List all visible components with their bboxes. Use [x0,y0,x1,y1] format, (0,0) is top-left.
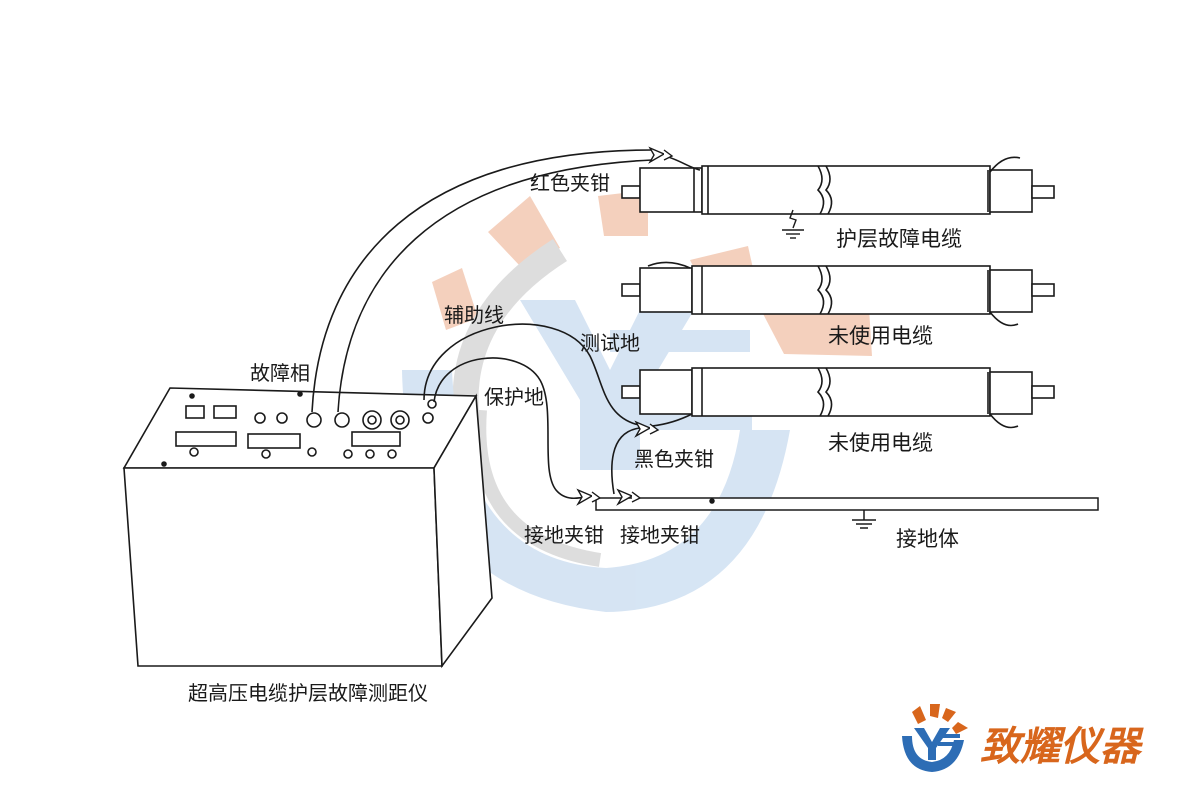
unused-cable-1 [621,261,1055,327]
auxiliary-line-label: 辅助线 [444,303,504,327]
fault-phase-label: 故障相 [250,361,310,385]
unused-cable-label-2: 未使用电缆 [828,431,933,455]
brand-mark-icon [902,704,968,772]
ground-clamp-label-2: 接地夹钳 [620,523,700,547]
ground-body-label: 接地体 [896,527,959,551]
red-clamp-label: 红色夹钳 [530,171,610,195]
ground-body [595,497,1099,529]
ground-clamp-1 [576,488,602,506]
brand-logo: 致耀仪器 [902,704,1144,772]
fault-cable-label: 护层故障电缆 [836,227,962,251]
cable-ground-symbol [782,209,804,239]
unused-cable-2 [621,367,1055,429]
protective-ground-label: 保护地 [484,385,544,409]
ground-clamp-label-1: 接地夹钳 [524,523,604,547]
wires [311,149,701,500]
instrument-label: 超高压电缆护层故障测距仪 [188,681,428,705]
black-clamp [634,420,660,438]
ground-clamp-2 [616,488,642,506]
unused-cable-label-1: 未使用电缆 [828,324,933,348]
red-clamp [648,146,674,164]
brand-name: 致耀仪器 [980,723,1144,770]
fault-cable [621,156,1055,215]
black-clamp-label: 黑色夹钳 [634,447,714,471]
fault-locator-instrument [122,387,493,669]
test-ground-label: 测试地 [580,331,640,355]
